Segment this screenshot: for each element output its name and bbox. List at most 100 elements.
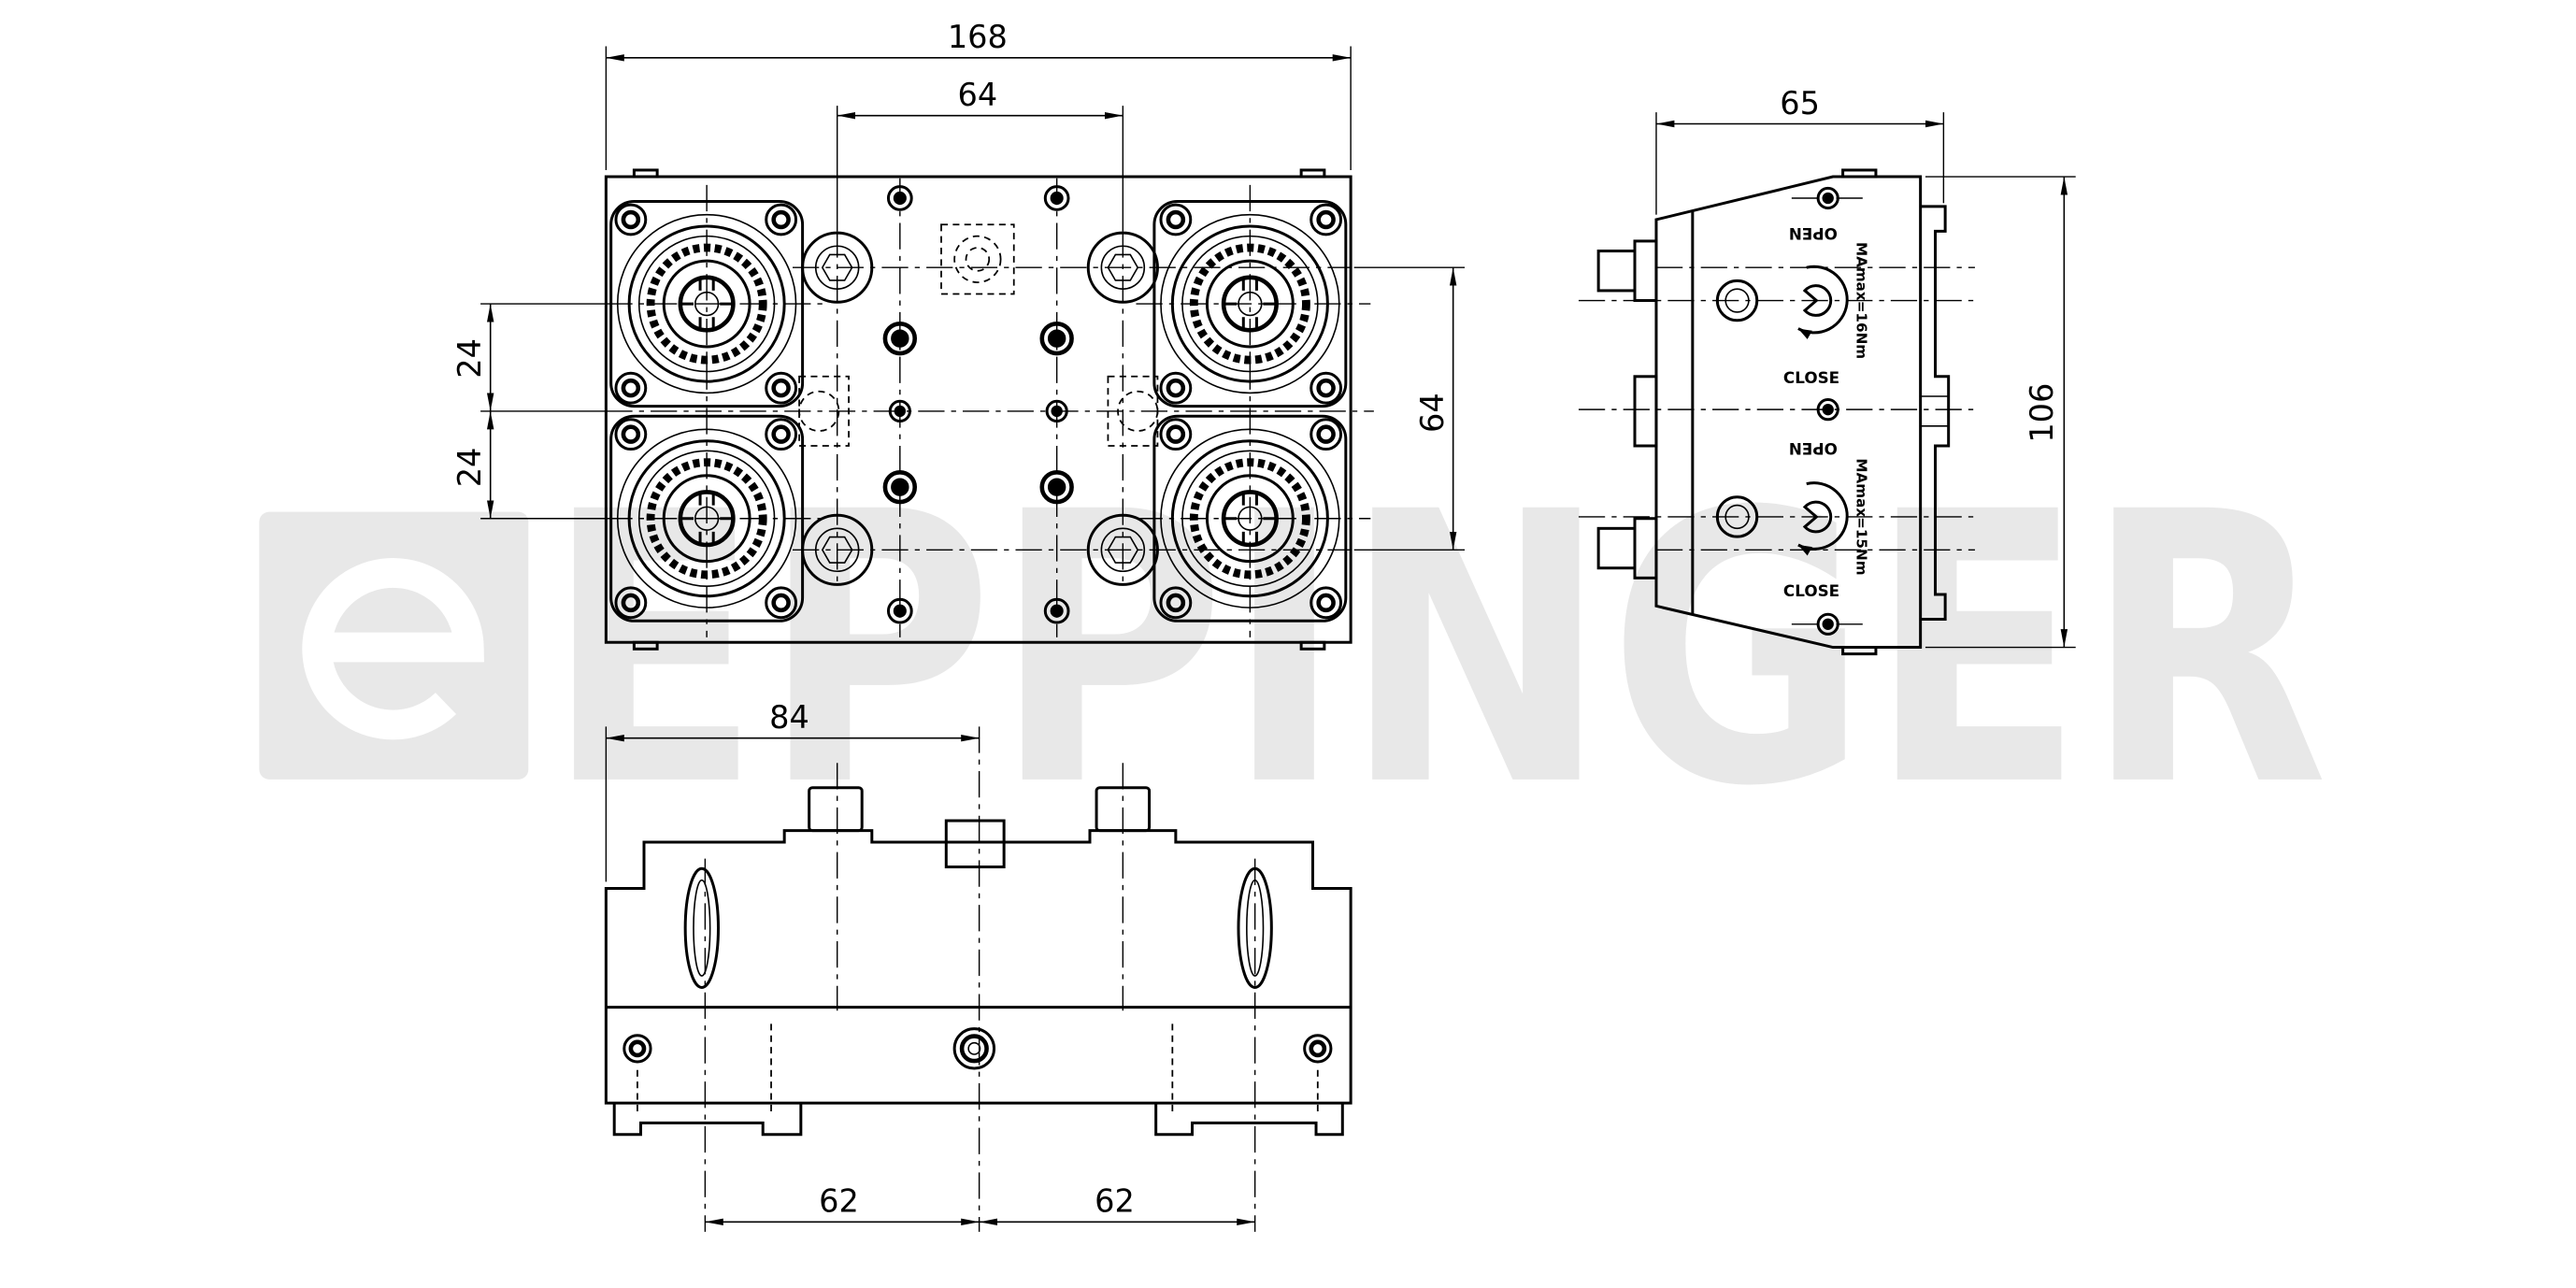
screw-head	[623, 1034, 652, 1064]
dimension-offset: 84	[605, 699, 980, 882]
mounting-screw	[1309, 203, 1343, 236]
front-bottom-tab-left	[632, 640, 659, 651]
mounting-screw	[1159, 586, 1193, 620]
hidden-pocket-core	[965, 247, 991, 272]
open-label: OPEN	[1789, 439, 1838, 458]
front-bottom-tab-right	[1299, 640, 1326, 651]
connector-key	[1224, 492, 1277, 545]
dimension-pitch-left: 24 24	[451, 303, 607, 520]
front-view: 168 64 24 24 64	[451, 19, 1466, 651]
pin-collar	[1633, 517, 1658, 580]
clamp-slot-left	[683, 866, 721, 989]
screw-socket	[771, 378, 791, 398]
bottom-pin-left	[808, 786, 864, 833]
front-center-lines	[606, 178, 1374, 637]
slot-inner	[693, 879, 711, 977]
pin-tip	[1596, 250, 1637, 293]
side-bottom-tab	[1841, 646, 1878, 656]
screw-socket	[1309, 1039, 1327, 1058]
bottom-view: 84 62 62	[604, 699, 1352, 1232]
screw-head	[614, 203, 648, 236]
mounting-screw	[1159, 203, 1193, 236]
screw-socket	[628, 1039, 647, 1058]
screw-socket	[1316, 593, 1336, 613]
screw-head	[765, 371, 798, 405]
screw-socket	[621, 209, 641, 230]
bottom-center-block	[944, 819, 1006, 869]
dimension-value: 168	[948, 19, 1008, 55]
screw-socket	[771, 593, 791, 613]
hidden-pocket-bore	[953, 235, 1002, 283]
mounting-screw	[614, 418, 648, 451]
screw-socket	[621, 378, 641, 398]
side-body-outline	[1654, 175, 1923, 650]
screw-ring	[959, 1034, 989, 1064]
open-label: OPEN	[1789, 224, 1838, 243]
close-label: CLOSE	[1783, 581, 1839, 600]
connector-key	[680, 277, 734, 331]
dimension-value: 64	[1414, 393, 1451, 433]
screw-socket	[1166, 209, 1186, 230]
mounting-screw	[1309, 418, 1343, 451]
watermark-brand-text: EPPINGER	[545, 434, 2328, 868]
watermark-logo	[259, 511, 529, 780]
slot-outline	[683, 866, 721, 989]
side-mounting-rail	[1920, 205, 1951, 622]
screw-socket	[621, 424, 641, 444]
screw-head	[765, 418, 798, 451]
dimension-value: 106	[2024, 383, 2060, 443]
screw-socket	[1316, 209, 1336, 230]
watermark: EPPINGER	[259, 434, 2328, 868]
screw-head	[1309, 418, 1343, 451]
mounting-screw	[765, 203, 798, 236]
screw-head	[614, 418, 648, 451]
screw-head	[765, 586, 798, 620]
side-center-lines	[1578, 197, 1975, 625]
pin-collar	[1633, 239, 1658, 303]
rotation-arrow-icon	[1797, 481, 1849, 556]
front-body-outline	[604, 175, 1352, 644]
screw-socket	[621, 593, 641, 613]
screw-head	[952, 1027, 996, 1070]
dimension-value-lower: 24	[451, 448, 488, 488]
screw-socket	[1316, 378, 1336, 398]
mounting-screw	[1159, 418, 1193, 451]
side-top-tab	[1841, 168, 1878, 179]
hex-socket-icon	[821, 536, 853, 564]
screw-head	[1159, 371, 1193, 405]
dimension-value-left: 62	[819, 1183, 859, 1220]
connector-key	[680, 492, 734, 545]
screw-socket	[1166, 378, 1186, 398]
bottom-foot-left	[612, 1103, 803, 1137]
dimension-slot-spacing: 62 62	[705, 1183, 1255, 1226]
bottom-screw-left	[623, 1034, 652, 1064]
hidden-pocket-top	[940, 223, 1015, 295]
front-top-tab-right	[1299, 168, 1326, 179]
dimension-depth: 65	[1655, 85, 1945, 215]
screw-head	[1159, 586, 1193, 620]
bottom-center-lines	[637, 726, 1319, 1232]
dimension-height: 106	[1925, 176, 2076, 649]
screw-head	[1303, 1034, 1333, 1064]
screw-head	[614, 371, 648, 405]
screw-head	[1309, 203, 1343, 236]
mounting-screw	[1309, 586, 1343, 620]
mounting-screw	[765, 586, 798, 620]
mounting-screw	[765, 371, 798, 405]
mounting-screw	[614, 586, 648, 620]
screw-head	[1159, 418, 1193, 451]
rotation-arrow-icon	[1797, 265, 1849, 339]
bottom-screw-center	[952, 1027, 996, 1070]
mounting-screw	[614, 203, 648, 236]
dimension-overall-width: 168	[605, 19, 1352, 170]
side-pin-upper	[1596, 239, 1658, 303]
connector-key	[1224, 277, 1277, 331]
hex-socket-icon	[821, 253, 853, 281]
bottom-screw-right	[1303, 1034, 1333, 1064]
dimension-value: 84	[769, 699, 809, 736]
screw-socket	[1316, 424, 1336, 444]
screw-head	[1159, 203, 1193, 236]
close-label: CLOSE	[1783, 368, 1839, 387]
bottom-body-outline	[604, 829, 1352, 1105]
